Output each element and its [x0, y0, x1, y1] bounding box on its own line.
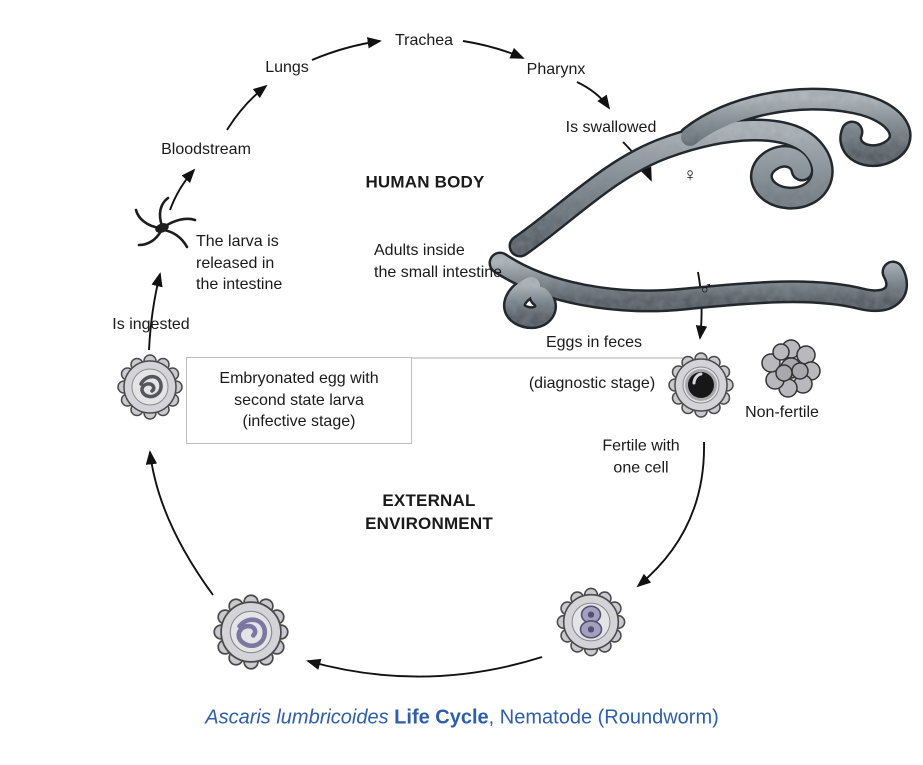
region-label-external-environment: EXTERNAL ENVIRONMENT	[365, 491, 493, 533]
arrow-larva-to-bloodstream	[169, 168, 196, 211]
hatching-larva-illustration	[134, 196, 197, 249]
infective-stage-box: Embryonated egg with second state larva …	[186, 357, 412, 444]
fertile-egg-illustration	[669, 353, 733, 417]
larvated-egg-illustration	[214, 595, 288, 669]
arrow-trachea-to-pharynx	[462, 40, 525, 59]
stage-label-pharynx: Pharynx	[526, 61, 586, 79]
arrow-egg-ingested-to-larva	[148, 272, 163, 351]
male-symbol: ♂	[698, 278, 714, 299]
caption-species-name: Ascaris lumbricoides	[205, 706, 389, 729]
arrow-fertile-to-dividing-egg	[636, 441, 705, 588]
infective-stage-box-text: Embryonated egg with second state larva …	[219, 370, 379, 431]
stage-label-diagnostic-stage: (diagnostic stage)	[528, 375, 656, 393]
note-larva-released: The larva is released in the intestine	[196, 233, 283, 294]
stage-label-eggs-in-feces: Eggs in feces	[545, 334, 643, 352]
non-fertile-egg-illustration	[761, 339, 821, 398]
stage-label-lungs: Lungs	[265, 59, 309, 77]
caption-suffix: , Nematode (Roundworm)	[488, 706, 719, 729]
stage-label-is-swallowed: Is swallowed	[565, 119, 657, 137]
caption-title: Life Cycle	[388, 706, 489, 729]
stage-label-fertile-one-cell: Fertile with one cell	[602, 437, 680, 476]
stage-label-trachea: Trachea	[394, 32, 454, 50]
arrow-lungs-to-trachea	[311, 37, 382, 61]
dividing-egg-illustration	[557, 588, 624, 655]
stage-label-is-ingested: Is ingested	[112, 316, 190, 334]
arrow-dividing-to-larvated-egg	[306, 656, 543, 678]
embryonated-egg-illustration	[118, 355, 182, 419]
stage-label-non-fertile: Non-fertile	[745, 404, 819, 422]
stage-label-bloodstream: Bloodstream	[161, 141, 251, 159]
note-adults-inside: Adults inside the small intestine	[374, 242, 503, 281]
region-label-human-body: HUMAN BODY	[365, 172, 485, 192]
arrow-larvated-to-embryonated-egg	[145, 450, 214, 596]
female-symbol: ♀	[682, 165, 698, 186]
diagram-caption: Ascaris lumbricoides Life Cycle, Nematod…	[205, 707, 719, 730]
arrow-pharynx-to-swallowed	[576, 81, 611, 110]
arrow-bloodstream-to-lungs	[226, 84, 268, 131]
